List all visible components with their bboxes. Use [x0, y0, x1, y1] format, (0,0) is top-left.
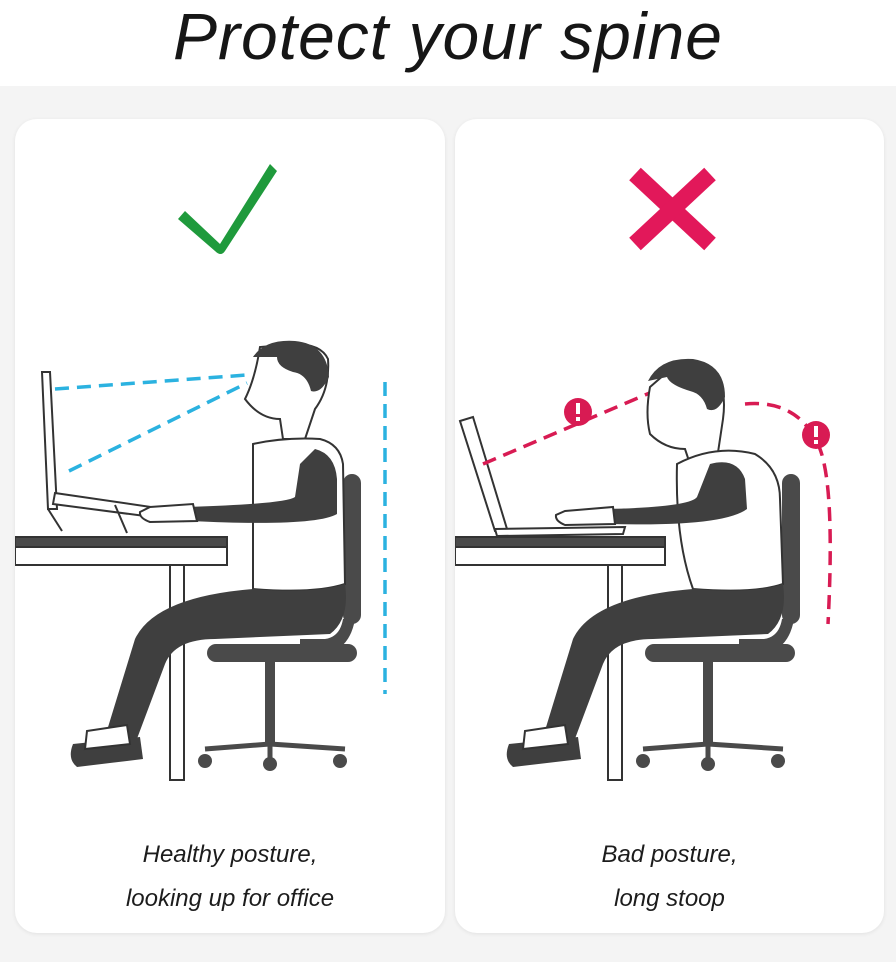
bad-posture-illustration: [455, 167, 832, 781]
sight-line: [482, 390, 832, 625]
office-chair: [198, 474, 361, 771]
warning-icon-back: [802, 421, 830, 449]
bad-posture-caption-line2: long stoop: [614, 885, 725, 912]
healthy-posture-caption-line2: looking up for office: [125, 885, 335, 912]
monitor: [40, 371, 63, 532]
healthy-posture-caption-line1: Healthy posture,: [142, 841, 318, 868]
person-stooping: [506, 358, 785, 767]
laptop: [458, 415, 627, 538]
office-chair: [636, 474, 800, 771]
bad-posture-caption-line1: Bad posture,: [601, 841, 738, 868]
sight-lines: [54, 373, 387, 694]
bad-posture-panel: Bad posture, long stoop: [455, 119, 884, 933]
healthy-posture-panel: Healthy posture, looking up for office: [15, 119, 445, 933]
healthy-posture-illustration: [15, 164, 387, 781]
red-x-icon: [629, 167, 716, 251]
person-sitting-upright: [70, 340, 347, 767]
green-checkmark-icon: [178, 164, 277, 254]
warning-icon: [564, 398, 592, 426]
page-title: Protect your spine: [173, 0, 723, 73]
